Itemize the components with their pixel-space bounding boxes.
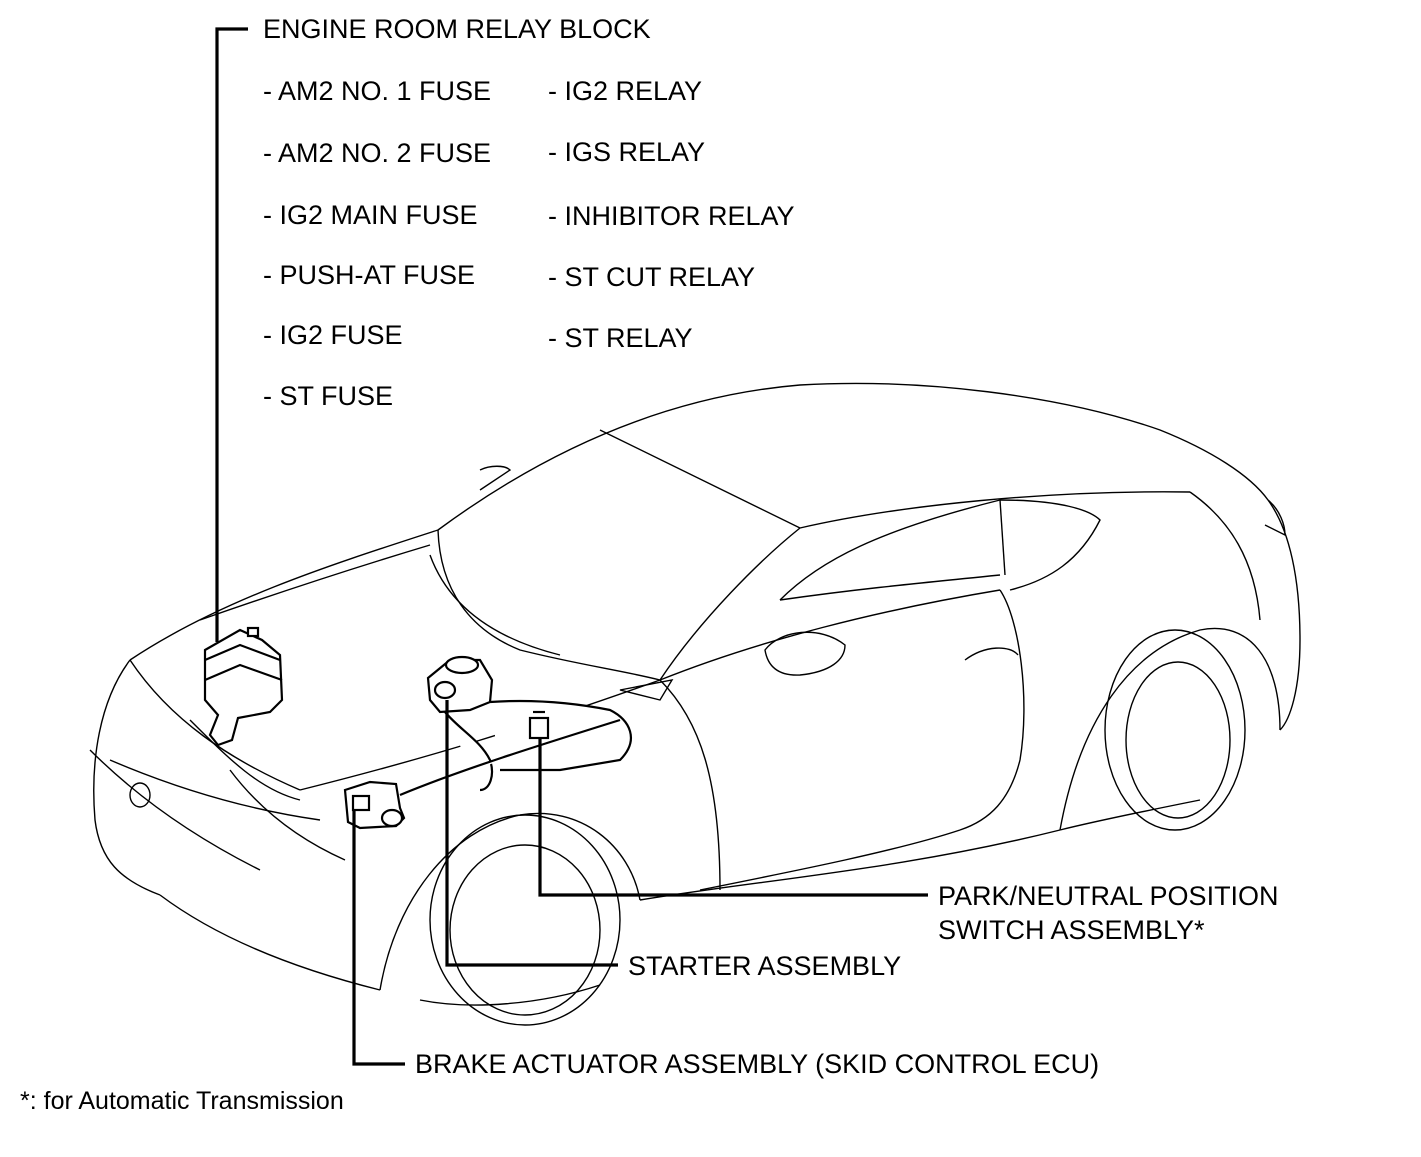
leader-relay-block — [215, 27, 248, 642]
relay-item: - INHIBITOR RELAY — [548, 201, 795, 231]
leader-lines — [215, 27, 928, 1066]
fuse-item: - IG2 MAIN FUSE — [263, 200, 478, 230]
fuse-item: - IG2 FUSE — [263, 320, 403, 350]
fuse-item: - ST FUSE — [263, 381, 394, 411]
leader-brake-actuator — [352, 810, 405, 1066]
relay-block-title: ENGINE ROOM RELAY BLOCK — [263, 14, 651, 44]
leader-park-neutral — [538, 738, 928, 897]
fuse-item: - AM2 NO. 1 FUSE — [263, 76, 492, 106]
leader-starter — [445, 700, 618, 967]
car-outline — [89, 382, 1301, 1026]
relay-item: - IG2 RELAY — [548, 76, 703, 106]
relay-item: - IGS RELAY — [548, 137, 706, 167]
starter-assembly-label: STARTER ASSEMBLY — [628, 951, 902, 981]
starter-assembly-part — [426, 655, 632, 792]
engine-room-relay-block-part — [203, 626, 284, 747]
fuse-item: - AM2 NO. 2 FUSE — [263, 138, 492, 168]
park-neutral-switch-label-line1: PARK/NEUTRAL POSITION — [938, 881, 1279, 911]
footnote: *: for Automatic Transmission — [20, 1087, 344, 1115]
brake-actuator-label: BRAKE ACTUATOR ASSEMBLY (SKID CONTROL EC… — [415, 1049, 1100, 1079]
relay-item: - ST CUT RELAY — [548, 262, 756, 292]
fuse-item: - PUSH-AT FUSE — [263, 260, 476, 290]
relay-item: - ST RELAY — [548, 323, 693, 353]
park-neutral-switch-label-line2: SWITCH ASSEMBLY* — [938, 915, 1205, 945]
brake-actuator-part — [343, 718, 621, 830]
